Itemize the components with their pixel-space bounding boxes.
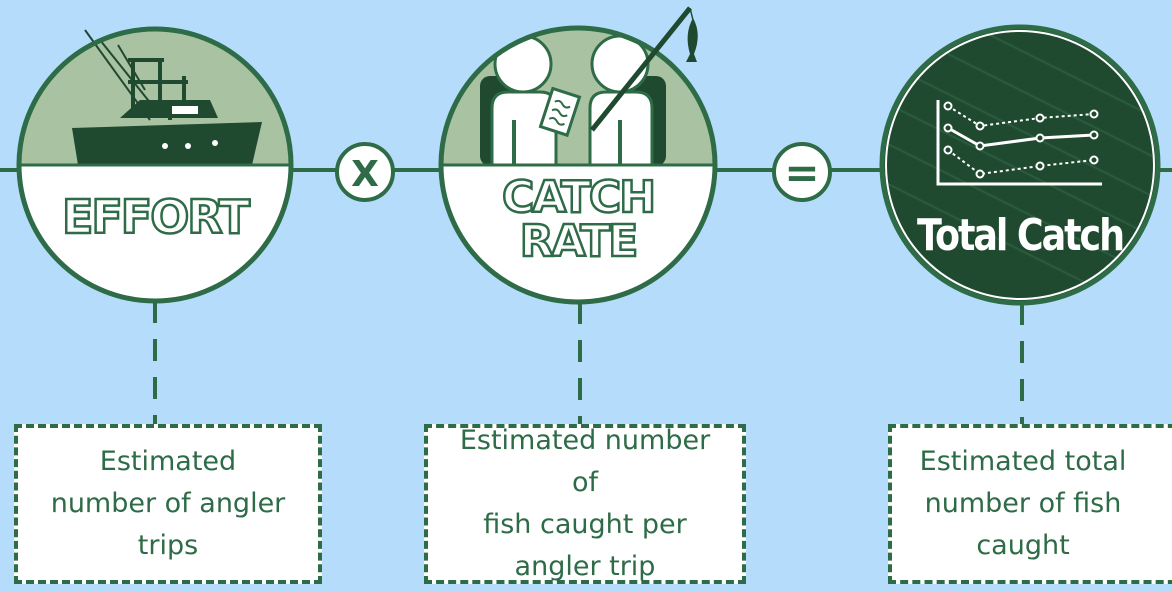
equals-operator: = xyxy=(772,142,832,202)
catch-rate-description-box: Estimated number of fish caught per angl… xyxy=(424,424,746,584)
total-catch-description-line: number of fish xyxy=(924,488,1122,519)
catch-rate-title-line2: RATE xyxy=(520,216,637,267)
total-catch-circle: Total Catch xyxy=(879,24,1161,306)
line-chart-icon xyxy=(936,100,1102,186)
effort-circle: EFFORT xyxy=(16,26,294,304)
fishing-boat-icon xyxy=(72,29,262,165)
total-catch-title: Total Catch xyxy=(917,210,1123,261)
effort-description-box: Estimated number of angler trips xyxy=(14,424,322,584)
effort-description-line: Estimated xyxy=(99,446,237,477)
effort-description-line: trips xyxy=(137,530,199,561)
catch-rate-title-line1: CATCH xyxy=(502,172,654,223)
total-catch-description-line: caught xyxy=(976,530,1070,561)
catch-rate-description-line: angler trip xyxy=(514,551,656,582)
catch-rate-circle: CATCH RATE xyxy=(438,6,718,305)
multiply-symbol: X xyxy=(351,154,379,195)
total-catch-description-line: Estimated total xyxy=(919,446,1127,477)
effort-title: EFFORT xyxy=(62,190,251,244)
fishing-rod-icon xyxy=(590,6,698,132)
effort-description-line: number of angler xyxy=(50,488,286,519)
catch-rate-description-line: Estimated number of xyxy=(459,425,711,498)
equals-symbol: = xyxy=(784,148,819,197)
catch-rate-description-line: fish caught per xyxy=(483,509,687,540)
multiply-operator: X xyxy=(335,142,395,202)
total-catch-description-box: Estimated total number of fish caught xyxy=(888,424,1172,584)
